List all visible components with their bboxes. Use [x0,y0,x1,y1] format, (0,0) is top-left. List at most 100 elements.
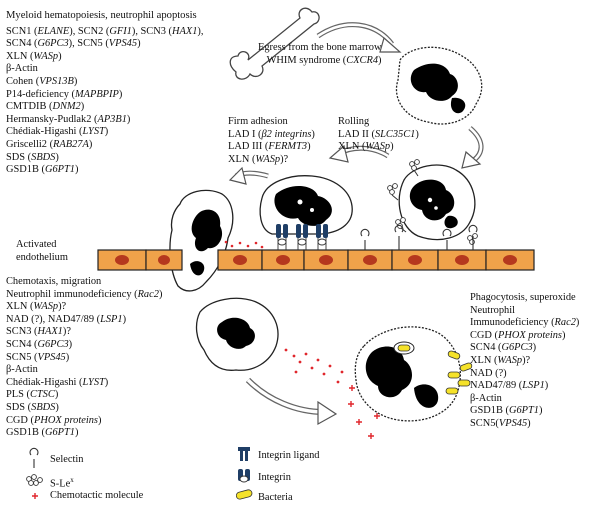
gene-name: LYST [82,126,105,138]
text-line: Activated [16,239,68,252]
text-segment: Neutrophil immunodeficiency ( [6,288,138,300]
text-line: GSD1B (G6PT1) [6,427,162,440]
text-segment: Griscelli2 ( [6,138,54,150]
neutrophil-icon [354,326,461,422]
text-line: endothelium [16,252,68,265]
gene-name: G6PT1 [44,427,76,439]
text-segment: ) [80,101,85,113]
text-line: β-Actin [6,63,203,76]
text-segment: β-Actin [470,392,502,404]
text-segment: ) [104,126,109,138]
text-segment: Firm adhesion [228,116,288,127]
text-line: Firm adhesion [228,116,315,129]
text-segment: LAD III ( [228,141,269,153]
text-line: Griscelli2 (RAB27A) [6,139,203,152]
text-line: β-Actin [6,364,162,377]
gene-name: G6PC3 [37,38,69,50]
slex-icon [26,474,43,486]
text-line: GSD1B (G6PT1) [470,405,579,418]
gene-name: Rac2 [137,288,159,300]
text-segment: PLS ( [6,389,30,401]
text-line: XLN (WASp)? [470,355,579,368]
text-segment: Rolling [338,116,370,127]
selectin-icon [360,224,478,250]
text-segment: SCN1 ( [6,25,38,37]
gene-name: MAPBPIP [74,88,119,100]
text-segment: GSD1B ( [470,405,509,417]
gene-name: VPS45 [498,417,528,429]
text-line: CMTDIB (DNM2) [6,101,203,114]
gene-name: WASp [365,141,391,153]
text-segment: ) [415,128,419,140]
gene-name: β2 integrins [261,128,312,140]
curved-arrow-icon [316,22,402,53]
text-segment: XLN ( [6,50,34,62]
chemotactic-molecule-icon [32,493,38,499]
text-segment: GSD1B ( [6,427,45,439]
text-segment: CGD ( [6,414,34,426]
chemotactic-molecule-icon [224,240,264,249]
text-line: SCN5 (VPS45) [6,352,162,365]
integrin-icon [238,469,250,483]
text-segment: ) [104,376,109,388]
text-segment: LAD I ( [228,128,262,140]
text-segment: ) [55,401,59,413]
legend-bacteria: Bacteria [258,492,293,503]
text-line: SCN3 (HAX1)? [6,326,162,339]
gene-name: DNM2 [52,101,81,113]
text-segment: SCN4 ( [6,38,38,50]
curved-arrow-icon [245,377,338,426]
gene-name: SBDS [31,151,56,163]
gene-name: AP3B1 [97,113,127,125]
myeloid-title: Myeloid hematopoiesis, neutrophil apopto… [6,10,197,21]
text-line: Chédiak-Higashi (LYST) [6,377,162,390]
text-segment: SCN5 ( [6,351,38,363]
gene-name: G6PC3 [501,342,533,354]
text-segment: ) [539,405,543,417]
text-segment: ) [532,342,537,354]
text-segment: ), SCN2 ( [69,25,110,37]
text-line: SCN1 (ELANE), SCN2 (GFI1), SCN3 (HAX1), [6,26,203,39]
gene-name: LSP1 [522,380,545,392]
text-line: LAD III (FERMT3) [228,141,315,154]
gene-name: PHOX proteins [34,414,98,426]
text-segment: XLN ( [470,354,498,366]
text-segment: Chemotaxis, migration [6,276,102,287]
gene-name: G6PT1 [44,164,76,176]
text-segment: SCN5( [470,417,499,429]
text-line: WHIM syndrome (CXCR4) [258,55,382,68]
gene-name: CTSC [29,389,55,401]
bacteria-icon [235,489,253,500]
text-segment: ) [390,141,394,153]
legend-integrin: Integrin [258,472,291,483]
legend-slex: S-Lex [50,474,74,491]
text-line: LAD II (SLC35C1) [338,129,419,142]
text-segment: XLN ( [6,301,34,313]
text-segment: ) [561,329,566,341]
text-segment: Chédiak-Higashi ( [6,376,83,388]
neutrophil-icon [169,189,234,292]
text-segment: Hermansky-Pudlak2 ( [6,113,98,125]
gene-name: VPS13B [39,75,74,87]
text-segment: ) [75,427,79,439]
text-line: β-Actin [470,393,579,406]
text-segment: XLN ( [228,153,256,165]
text-segment: ) [58,50,62,62]
text-segment: XLN ( [338,141,366,153]
gene-name: WASp [33,50,59,62]
text-segment: ) [73,75,78,87]
text-segment: SDS ( [6,401,32,413]
text-segment: SCN3 ( [6,326,38,338]
text-segment: Phagocytosis, superoxide [470,292,576,303]
myeloid-lines: SCN1 (ELANE), SCN2 (GFI1), SCN3 (HAX1),S… [6,26,203,177]
text-line: SCN5(VPS45) [470,418,579,431]
text-segment: ), SCN5 ( [68,38,109,50]
text-line: Cohen (VPS13B) [6,76,203,89]
legend-selectin: Selectin [50,454,84,465]
